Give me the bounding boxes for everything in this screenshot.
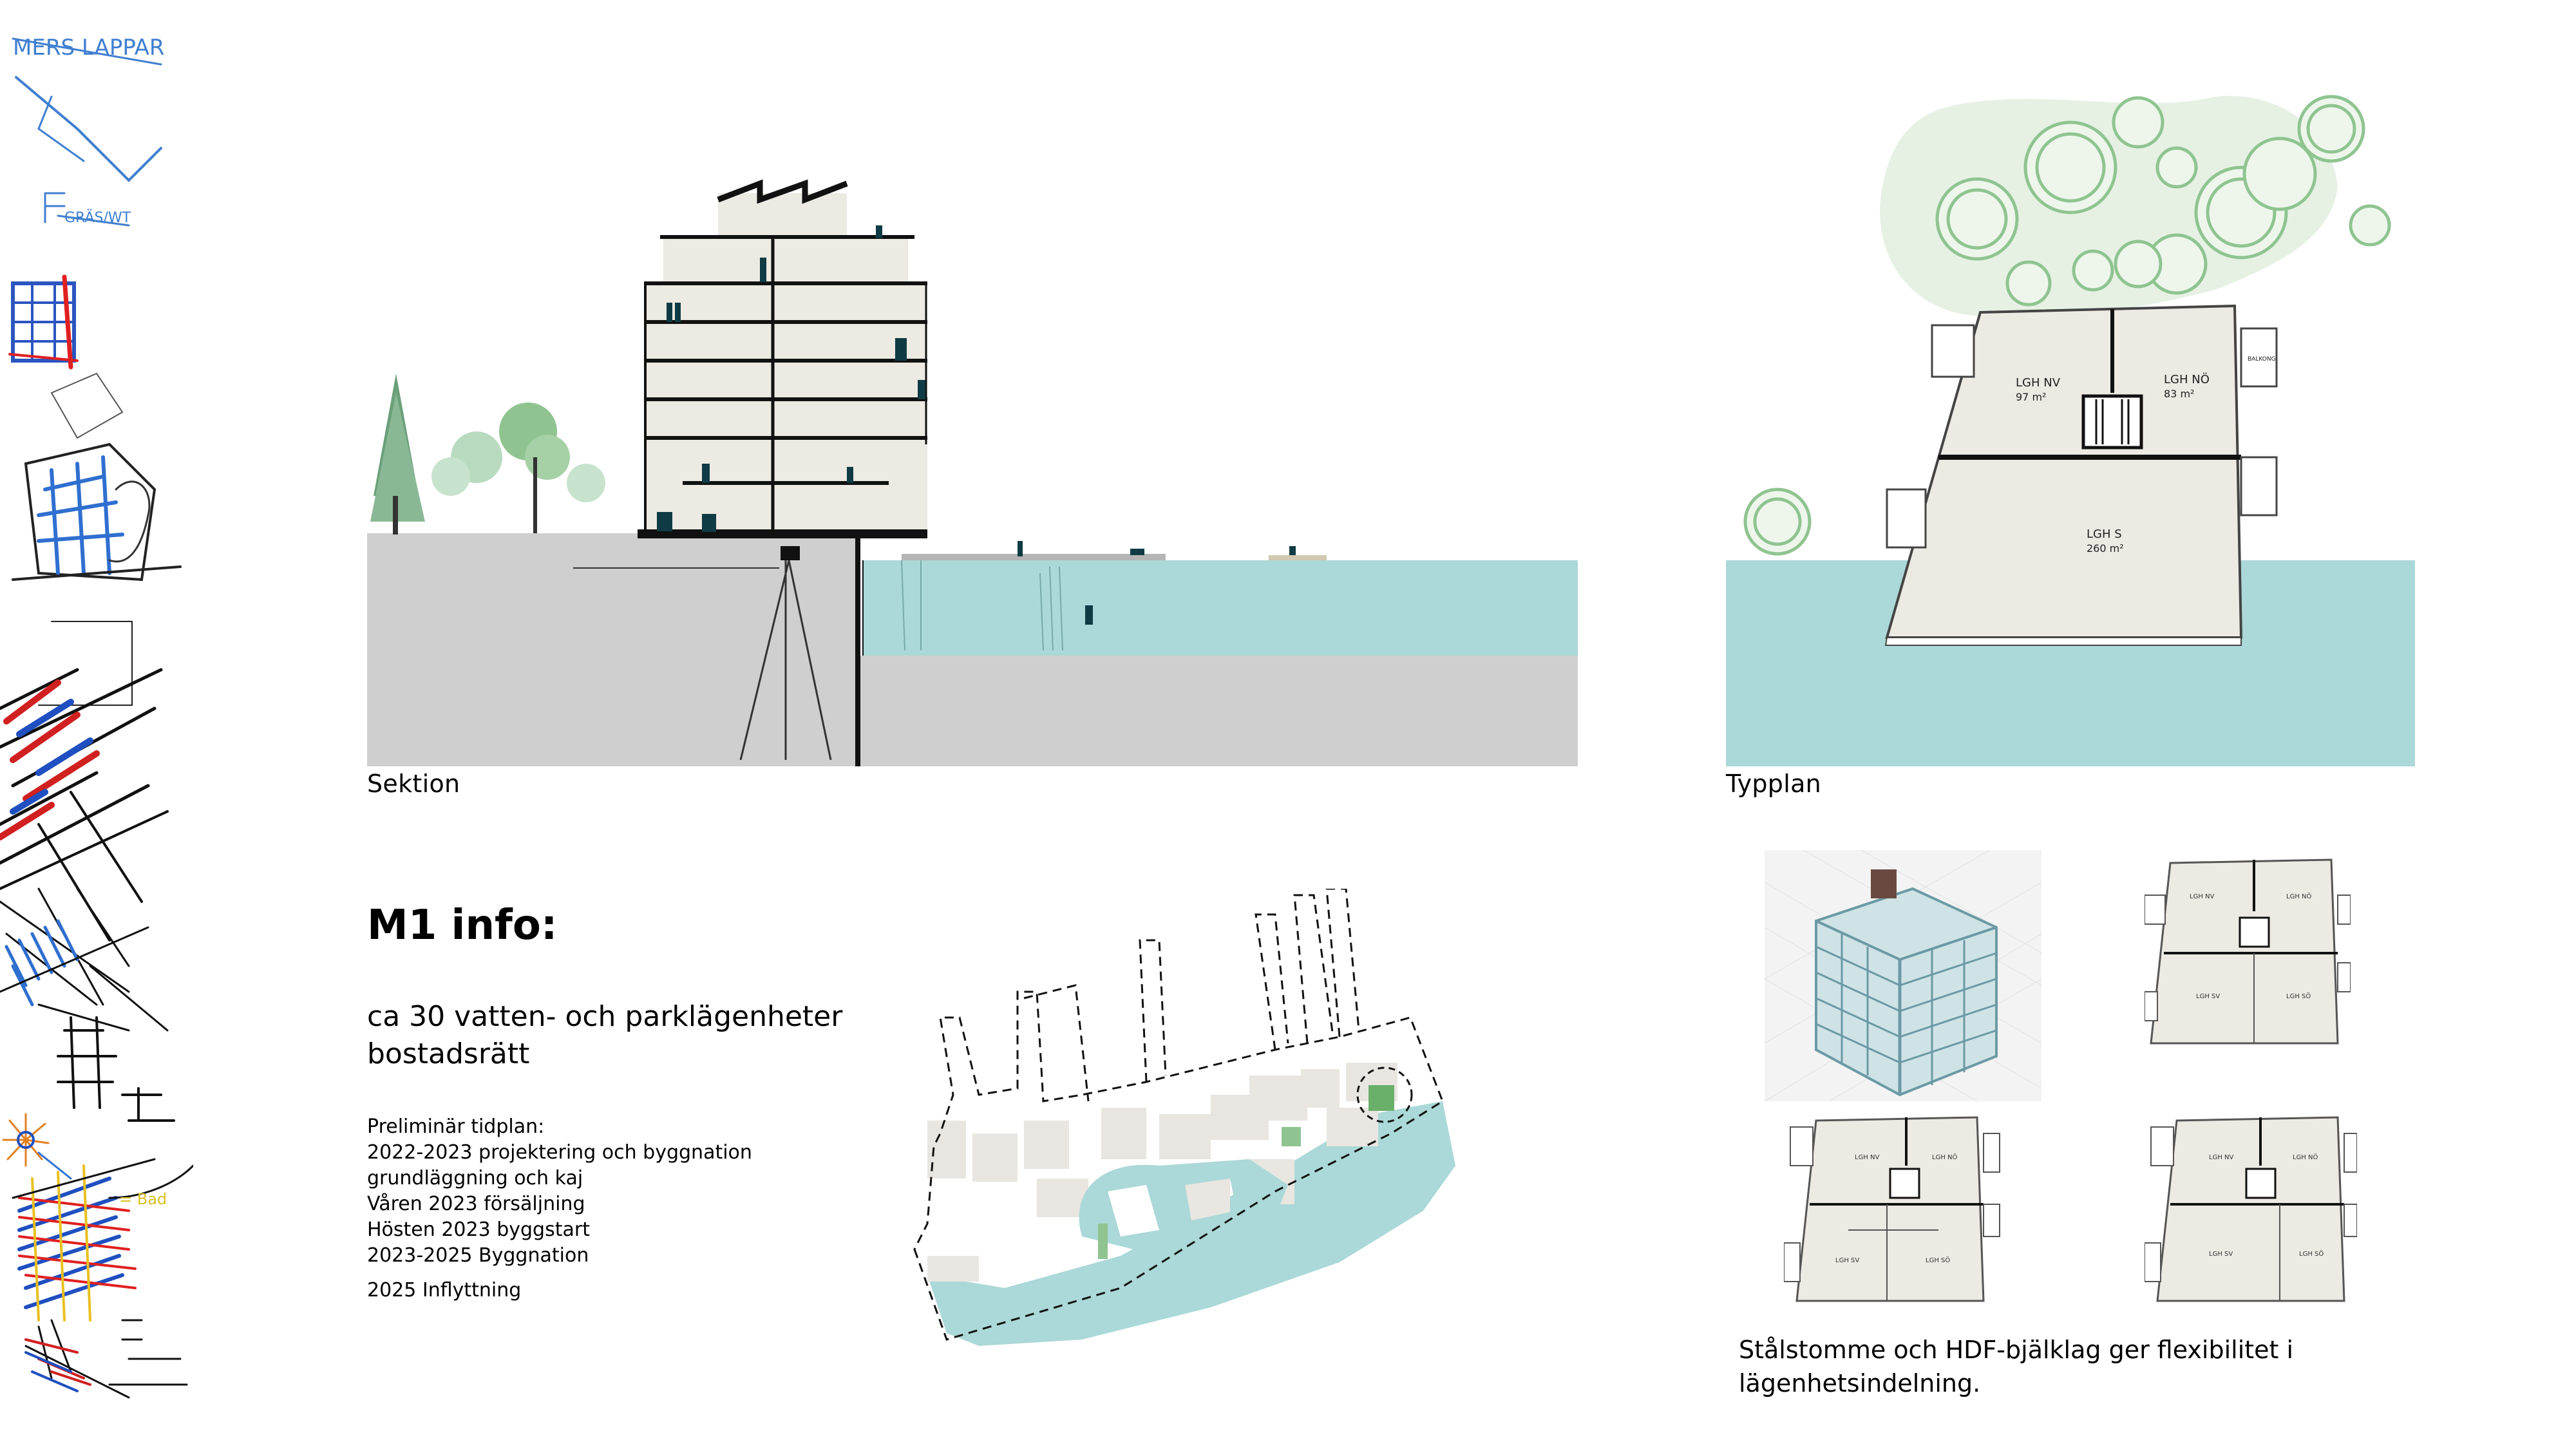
plan-apt-s-name: LGH S	[2087, 527, 2122, 541]
info-subtitle: ca 30 vatten- och parklägenheter bostads…	[367, 998, 842, 1073]
section-drawing	[367, 179, 1578, 766]
timeline-item: Preliminär tidplan:	[367, 1115, 545, 1138]
variant2-sw: LGH SV	[1835, 1257, 1859, 1264]
water-section	[863, 560, 1578, 656]
section-label: Sektion	[367, 770, 460, 798]
timeline-item: 2023-2025 Byggnation	[367, 1244, 589, 1267]
variant1-ne: LGH NÖ	[2286, 892, 2311, 900]
ground-right	[857, 656, 1578, 766]
variant2-nw: LGH NV	[1855, 1154, 1879, 1161]
variant1-se: LGH SÖ	[2286, 992, 2311, 1000]
info-title: M1 info:	[367, 902, 558, 949]
plan-apt-ne-area: 83 m²	[2164, 388, 2194, 400]
sketch-strip: MERS LAPPAR GRÄS/WT = Bad	[0, 35, 193, 1399]
timeline-item: grundläggning och kaj	[367, 1167, 583, 1189]
quay-wall	[855, 535, 860, 766]
info-subtitle-line1: ca 30 vatten- och parklägenheter	[367, 1000, 843, 1033]
apartment-plan	[1884, 304, 2278, 646]
variant3-sw: LGH SV	[2209, 1251, 2233, 1258]
plan-apt-ne-name: LGH NÖ	[2164, 372, 2210, 386]
variant3-ne: LGH NÖ	[2293, 1153, 2318, 1161]
plan-variant-2: LGH NV LGH NÖ LGH SV LGH SÖ	[1784, 1116, 2000, 1302]
foundation-piles	[739, 560, 832, 761]
plan-variant-3: LGH NV LGH NÖ LGH SV LGH SÖ	[2145, 1116, 2357, 1302]
info-subtitle-line2: bostadsrätt	[367, 1037, 530, 1070]
structure-caption-line2: lägenhetsindelning.	[1739, 1369, 1981, 1397]
variant1-nw: LGH NV	[2190, 893, 2214, 900]
structure-caption-line1: Stålstomme och HDF-bjälklag ger flexibil…	[1739, 1336, 2294, 1364]
plan-apt-s-area: 260 m²	[2087, 542, 2124, 554]
site-boundary	[913, 990, 1444, 1341]
ground-left	[367, 533, 857, 766]
timeline: Preliminär tidplan: 2022-2023 projekteri…	[367, 1114, 857, 1303]
variant1-sw: LGH SV	[2196, 993, 2220, 1000]
plan-apt-nw-name: LGH NV	[2016, 376, 2061, 390]
canal	[1079, 1159, 1288, 1249]
variant3-se: LGH SÖ	[2299, 1249, 2324, 1258]
timeline-item: Hösten 2023 byggstart	[367, 1218, 590, 1241]
plan-balcony-label: BALKONG	[2248, 356, 2276, 363]
sketch-note-top: MERS LAPPAR	[13, 35, 165, 61]
building-section	[638, 179, 927, 538]
steel-frame-isometric	[1765, 850, 2041, 1101]
variant3-nw: LGH NV	[2209, 1154, 2233, 1161]
plan-label: Typplan	[1726, 770, 1822, 798]
trees-plan	[1743, 95, 2391, 556]
trees-section	[370, 374, 605, 535]
sketch-note-low: = Bad	[119, 1190, 167, 1208]
site-plan	[913, 889, 1455, 1346]
sketch-note-mid: GRÄS/WT	[64, 209, 131, 226]
structure-caption: Stålstomme och HDF-bjälklag ger flexibil…	[1739, 1333, 2383, 1400]
timeline-item: Våren 2023 försäljning	[367, 1193, 585, 1215]
plan-variant-1: LGH NV LGH NÖ LGH SV LGH SÖ	[2145, 858, 2351, 1045]
timeline-item: 2022-2023 projektering och byggnation	[367, 1141, 752, 1164]
variant2-se: LGH SÖ	[1926, 1256, 1950, 1264]
timeline-item: 2025 Inflyttning	[367, 1279, 522, 1302]
variant2-ne: LGH NÖ	[1932, 1153, 1957, 1161]
typical-plan: LGH NV 97 m² LGH NÖ 83 m² LGH S 260 m² B…	[1726, 95, 2415, 766]
plan-apt-nw-area: 97 m²	[2016, 391, 2046, 403]
